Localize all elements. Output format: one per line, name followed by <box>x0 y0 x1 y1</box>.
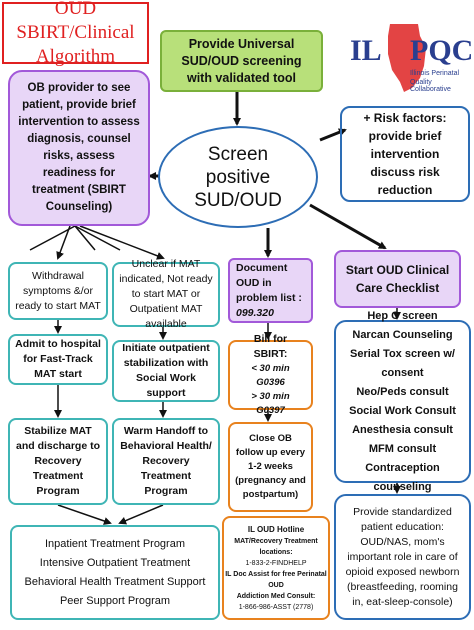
document-oud-text: Document OUD in problem list : <box>236 261 302 304</box>
patient-education-text: Provide standardized patient education: … <box>345 505 460 608</box>
screen-positive-box: Screen positive SUD/OUD <box>158 126 318 228</box>
start-checklist-text: Start OUD Clinical Care Checklist <box>345 263 450 295</box>
program-item: Inpatient Treatment Program <box>44 537 185 550</box>
checklist-item: Serial Tox screen w/ consent <box>350 347 455 379</box>
stabilize-mat-text: Stabilize MAT and discharge to Recovery … <box>15 425 100 497</box>
risk-factors-text: + Risk factors: provide brief interventi… <box>363 111 447 197</box>
checklist-item: Hep C screen <box>367 309 438 322</box>
checklist-item: MFM consult <box>368 442 437 455</box>
unclear-mat-box: Unclear if MAT indicated, Not ready to s… <box>112 258 220 330</box>
hotline-line4: Addiction Med Consult: <box>236 592 316 600</box>
close-ob-box: Close OB follow up every 1-2 weeks (preg… <box>228 422 313 512</box>
screen-positive-text: Screen positive SUD/OUD <box>194 143 282 211</box>
universal-screening-text: Provide Universal SUD/OUD screening with… <box>181 36 302 85</box>
initiate-outpatient-text: Initiate outpatient stabilization with S… <box>122 342 210 399</box>
logo-il: IL <box>350 34 382 67</box>
patient-education-box: Provide standardized patient education: … <box>334 494 471 620</box>
hotline-line5: 1-866-986-ASST (2778) <box>238 603 314 611</box>
illinois-map-icon <box>388 24 426 92</box>
bill-sbirt-box: Bill for SBIRT: < 30 min G0396 > 30 min … <box>228 333 313 416</box>
checklist-item: Contraception counseling <box>365 461 440 493</box>
warm-handoff-text: Warm Handoff to Behavioral Health/ Recov… <box>120 425 212 497</box>
document-oud-code: 099.320 <box>236 306 274 319</box>
arrow-positive-to-checklist <box>309 203 387 250</box>
universal-screening-box: Provide Universal SUD/OUD screening with… <box>160 30 323 92</box>
program-item: Behavioral Health Treatment Support <box>24 575 206 588</box>
hotline-line2: 1-833-2-FINDHELP <box>245 559 307 567</box>
checklist-item: Narcan Counseling <box>352 328 453 341</box>
bill-sbirt-title: Bill for SBIRT: <box>253 333 288 360</box>
algorithm-title: OUD SBIRT/Clinical Algorithm <box>16 0 135 67</box>
stabilize-mat-box: Stabilize MAT and discharge to Recovery … <box>8 418 108 505</box>
admit-hospital-text: Admit to hospital for Fast-Track MAT sta… <box>15 338 101 380</box>
hotline-title: IL OUD Hotline <box>247 524 305 534</box>
checklist-item: Social Work Consult <box>349 404 456 417</box>
sbirt-counseling-box: OB provider to see patient, provide brie… <box>8 70 150 226</box>
checklist-item: Anesthesia consult <box>352 423 453 436</box>
document-oud-box: Document OUD in problem list : 099.320 <box>228 258 313 323</box>
close-ob-text: Close OB follow up every 1-2 weeks (preg… <box>235 433 306 500</box>
checklist-item: Neo/Peds consult <box>356 385 449 398</box>
bill-sbirt-line1: < 30 min G0396 <box>251 363 290 388</box>
admit-hospital-box: Admit to hospital for Fast-Track MAT sta… <box>8 334 108 385</box>
logo-pqc: PQC <box>410 34 474 67</box>
unclear-mat-text: Unclear if MAT indicated, Not ready to s… <box>119 258 213 330</box>
hotline-line3: IL Doc Assist for free Perinatal OUD <box>225 570 327 589</box>
oud-hotline-box: IL OUD Hotline MAT/Recovery Treatment lo… <box>222 516 330 620</box>
risk-factors-box: + Risk factors: provide brief interventi… <box>340 106 470 202</box>
hotline-line1: MAT/Recovery Treatment locations: <box>234 537 318 556</box>
withdrawal-box: Withdrawal symptoms &/or ready to start … <box>8 262 108 320</box>
initiate-outpatient-box: Initiate outpatient stabilization with S… <box>112 340 220 402</box>
algorithm-title-box: OUD SBIRT/Clinical Algorithm <box>2 0 149 67</box>
program-item: Peer Support Program <box>59 594 171 607</box>
program-item: Intensive Outpatient Treatment <box>39 556 191 569</box>
warm-handoff-box: Warm Handoff to Behavioral Health/ Recov… <box>112 418 220 505</box>
withdrawal-text: Withdrawal symptoms &/or ready to start … <box>15 269 101 312</box>
start-checklist-box: Start OUD Clinical Care Checklist <box>334 250 461 308</box>
sbirt-counseling-text: OB provider to see patient, provide brie… <box>18 82 140 213</box>
logo-sub2: Quality Collaborative <box>410 79 451 93</box>
bill-sbirt-line2: > 30 min G0397 <box>251 391 290 416</box>
logo-sub1: Illinois Perinatal <box>410 70 460 77</box>
ilpqc-logo: IL PQC Illinois Perinatal Quality Collab… <box>348 22 474 94</box>
